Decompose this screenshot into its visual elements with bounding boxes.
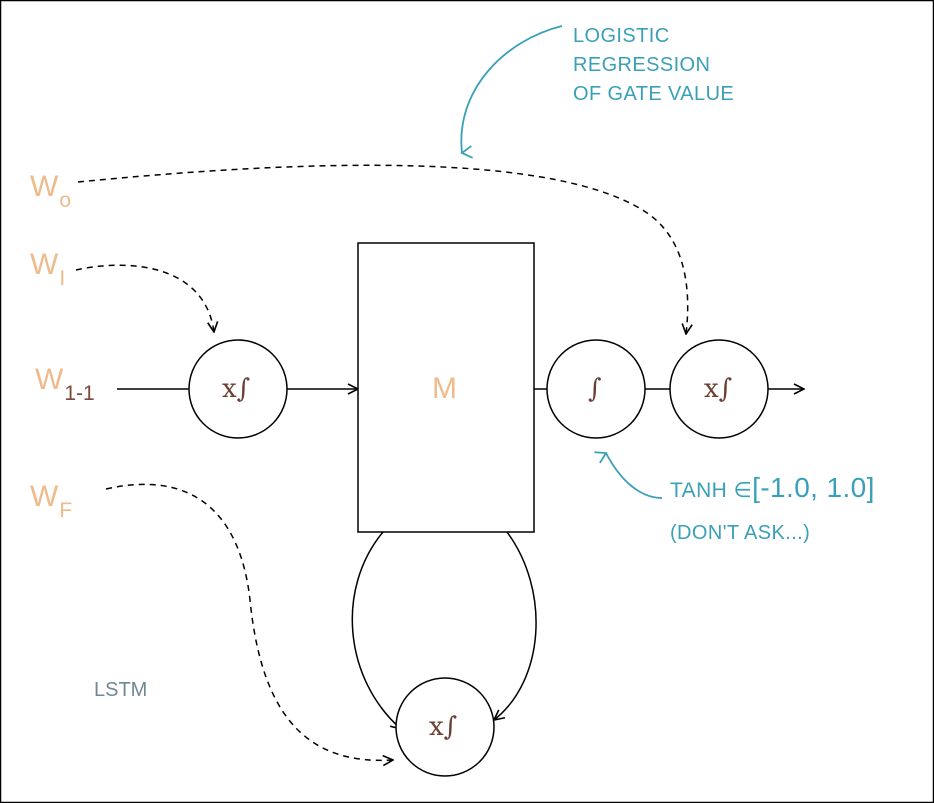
input-gate-node bbox=[188, 339, 288, 439]
input-weight-dashed-arrow bbox=[75, 264, 214, 332]
input-weight-label: WI bbox=[30, 248, 65, 290]
tanh-node bbox=[546, 339, 646, 439]
input-weight-sub: I bbox=[59, 267, 66, 290]
memory-label: M bbox=[432, 372, 457, 405]
output-weight-dashed-arrow bbox=[77, 164, 688, 334]
output-weight-sub: o bbox=[59, 189, 72, 212]
forget-gate-label: x∫ bbox=[429, 712, 458, 742]
output-gate-label: x∫ bbox=[704, 374, 733, 404]
tanh-label: ∫ bbox=[588, 374, 602, 404]
input-gate-label: x∫ bbox=[222, 374, 251, 404]
tanh-note: (DON'T ASK...) bbox=[670, 522, 811, 544]
forget-weight-label: WF bbox=[30, 480, 72, 522]
previous-weight-main: W bbox=[35, 363, 64, 396]
output-weight-main: W bbox=[30, 170, 59, 203]
forget-gate-node bbox=[395, 677, 495, 777]
tanh-range: [-1.0, 1.0] bbox=[752, 472, 875, 503]
forget-weight-sub: F bbox=[59, 499, 73, 522]
forget-gate-to-memory-curve bbox=[494, 531, 537, 720]
logistic-line-3: OF GATE VALUE bbox=[573, 83, 735, 105]
tanh-annotation-arrow bbox=[594, 451, 663, 499]
diagram-title: LSTM bbox=[94, 679, 148, 701]
memory-cell-box bbox=[357, 242, 535, 533]
input-weight-main: W bbox=[30, 248, 59, 281]
tanh-range-annotation: TANH ∈[-1.0, 1.0] bbox=[670, 474, 875, 502]
output-gate-node bbox=[669, 339, 769, 439]
memory-to-forget-gate-curve bbox=[351, 531, 401, 729]
previous-weight-sub: 1-1 bbox=[64, 382, 95, 405]
logistic-line-1: LOGISTIC bbox=[573, 25, 670, 47]
output-weight-label: Wo bbox=[30, 170, 71, 212]
tanh-prefix: TANH ∈ bbox=[670, 479, 753, 502]
forget-weight-main: W bbox=[30, 480, 59, 513]
previous-weight-label: W1-1 bbox=[35, 363, 95, 405]
logistic-annotation-arrow bbox=[460, 25, 563, 159]
logistic-line-2: REGRESSION bbox=[573, 54, 711, 76]
forget-weight-dashed-arrow bbox=[105, 483, 393, 760]
